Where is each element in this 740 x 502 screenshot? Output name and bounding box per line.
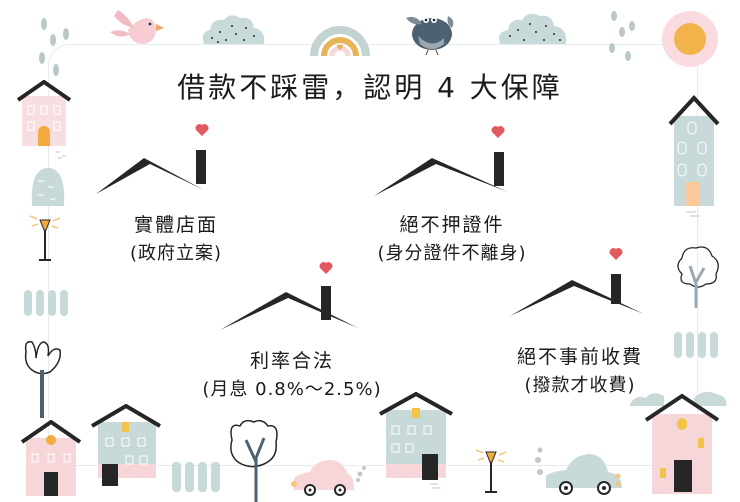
pink-bird-icon <box>110 10 164 44</box>
tall-blue-house-icon <box>668 95 720 217</box>
street-lamp-icon <box>29 215 61 261</box>
feature-physical-store: 實體店面 (政府立案) <box>96 124 256 268</box>
raindrops-icon-2 <box>609 11 635 61</box>
page-title: 借款不踩雷，認明 4 大保障 <box>177 71 563 104</box>
pink-car-icon <box>291 460 366 496</box>
feature-sub: (撥款才收費) <box>524 375 636 396</box>
blue-car-icon <box>535 447 622 495</box>
bush-icon <box>31 168 65 206</box>
street-lamp-icon-2 <box>475 449 507 493</box>
pink-house-icon <box>16 80 72 159</box>
feature-label: 絕不押證件 <box>399 214 505 236</box>
rainbow-icon <box>310 26 370 57</box>
feature-label: 實體店面 <box>133 214 218 236</box>
pink-house-icon-2 <box>20 420 82 496</box>
house-roof-heart-icon-2 <box>374 126 508 196</box>
fence-icon-2 <box>674 332 718 358</box>
house-roof-heart-icon <box>96 124 209 194</box>
feature-sub: (月息 0.8%～2.5%) <box>202 379 382 400</box>
dotted-cloud-icon-2 <box>499 13 567 44</box>
round-tree-icon <box>677 246 719 308</box>
house-roof-heart-icon-4 <box>510 248 644 316</box>
pink-house-icon-3 <box>630 391 727 494</box>
blue-house-icon-2 <box>379 392 453 489</box>
feature-legal-rate: 利率合法 (月息 0.8%～2.5%) <box>202 262 382 404</box>
dotted-cloud-icon <box>202 15 265 44</box>
feature-label: 利率合法 <box>249 350 334 372</box>
fence-icon <box>24 290 68 316</box>
blue-bird-icon <box>406 16 454 56</box>
feature-sub: (身分證件不離身) <box>377 243 527 264</box>
feature-no-upfront-fee: 絕不事前收費 (撥款才收費) <box>500 248 660 400</box>
feature-sub: (政府立案) <box>129 243 223 264</box>
tree-icon-2 <box>230 419 278 502</box>
tree-icon <box>24 340 62 418</box>
sun-icon <box>662 11 718 67</box>
background-frame <box>48 44 698 466</box>
feature-no-id-hold: 絕不押證件 (身分證件不離身) <box>352 126 552 268</box>
fence-icon-3 <box>172 462 220 492</box>
house-roof-heart-icon-3 <box>220 262 358 330</box>
raindrops-icon <box>39 18 69 76</box>
blue-house-icon <box>90 404 162 486</box>
feature-label: 絕不事前收費 <box>516 346 643 368</box>
